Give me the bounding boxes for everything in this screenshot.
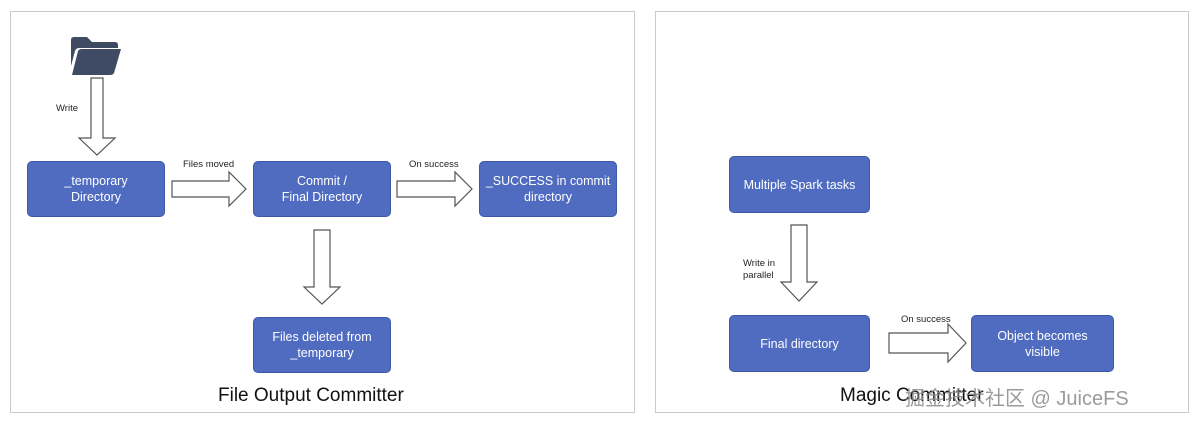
left-caption: File Output Committer (218, 385, 404, 406)
files-moved-label: Files moved (183, 159, 235, 170)
write-in-parallel-label: Write in parallel (743, 258, 776, 281)
commit-final-directory-box: Commit / Final Directory (253, 161, 391, 217)
write-arrow (77, 77, 117, 156)
on-success-arrow (396, 170, 473, 208)
folder-icon (71, 37, 121, 75)
success-in-commit-box: _SUCCESS in commit directory (479, 161, 617, 217)
write-label: Write (56, 103, 78, 114)
multiple-spark-tasks-box: Multiple Spark tasks (729, 156, 870, 213)
right-caption: Magic Committer (840, 385, 984, 406)
delete-arrow (302, 229, 342, 305)
files-moved-arrow (171, 170, 247, 208)
files-deleted-box: Files deleted from _temporary (253, 317, 391, 373)
final-directory-box: Final directory (729, 315, 870, 372)
on-success-label-right: On success (901, 314, 951, 325)
file-output-committer-panel: Write Files moved On success _temporary … (10, 11, 635, 413)
write-parallel-arrow (779, 224, 819, 302)
object-becomes-visible-box: Object becomes visible (971, 315, 1114, 372)
left-arrows (77, 77, 473, 305)
on-success-label: On success (409, 159, 459, 170)
right-arrows (779, 224, 967, 364)
magic-committer-panel: Write in parallel On success Multiple Sp… (655, 11, 1189, 413)
on-success-arrow-right (888, 322, 967, 364)
temporary-directory-box: _temporary Directory (27, 161, 165, 217)
watermark: 掘金技术社区 @ JuiceFS (905, 388, 1129, 410)
